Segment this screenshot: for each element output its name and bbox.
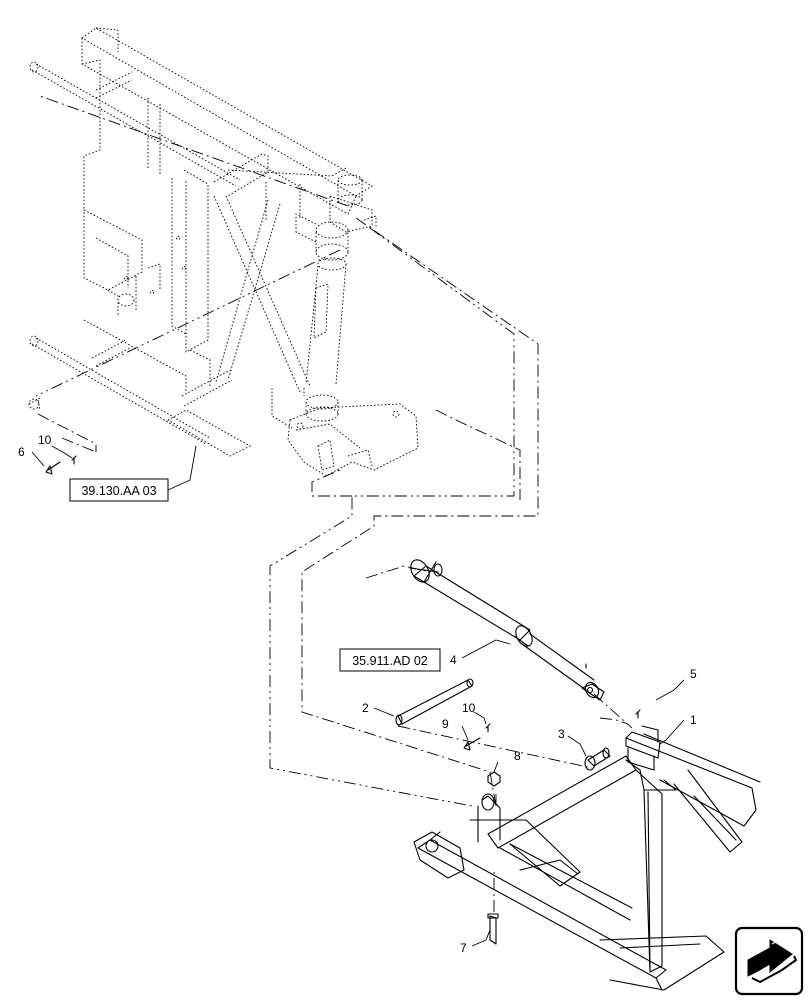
next-page-arrow-icon[interactable] xyxy=(734,926,804,996)
callout-6: 6 xyxy=(18,445,25,459)
callout-3: 3 xyxy=(558,727,565,741)
callout-numbers: 1 2 3 4 5 6 7 8 9 10 10 xyxy=(18,433,697,955)
reference-box-cylinder[interactable]: 35.911.AD 02 xyxy=(339,648,441,672)
callout-2: 2 xyxy=(362,701,369,715)
hardware xyxy=(45,455,641,945)
reference-label-upper: 39.130.AA 03 xyxy=(81,484,156,498)
reference-label-cylinder: 35.911.AD 02 xyxy=(352,654,428,668)
callout-4: 4 xyxy=(450,653,457,667)
lower-frame xyxy=(413,725,761,991)
callout-9: 9 xyxy=(442,717,449,731)
callout-5: 5 xyxy=(690,667,697,681)
callout-7: 7 xyxy=(460,941,467,955)
hydraulic-cylinder xyxy=(409,559,605,701)
leader-lines xyxy=(31,445,685,947)
callout-10-upper: 10 xyxy=(38,433,52,447)
pin-2 xyxy=(395,678,474,726)
reference-box-upper[interactable]: 39.130.AA 03 xyxy=(69,478,169,502)
callout-8: 8 xyxy=(514,749,521,763)
callout-10-lower: 10 xyxy=(462,701,476,715)
pin-3 xyxy=(584,747,611,771)
alignment-lines xyxy=(35,95,633,912)
callout-1: 1 xyxy=(690,713,697,727)
upper-phantom-assembly xyxy=(28,27,419,477)
